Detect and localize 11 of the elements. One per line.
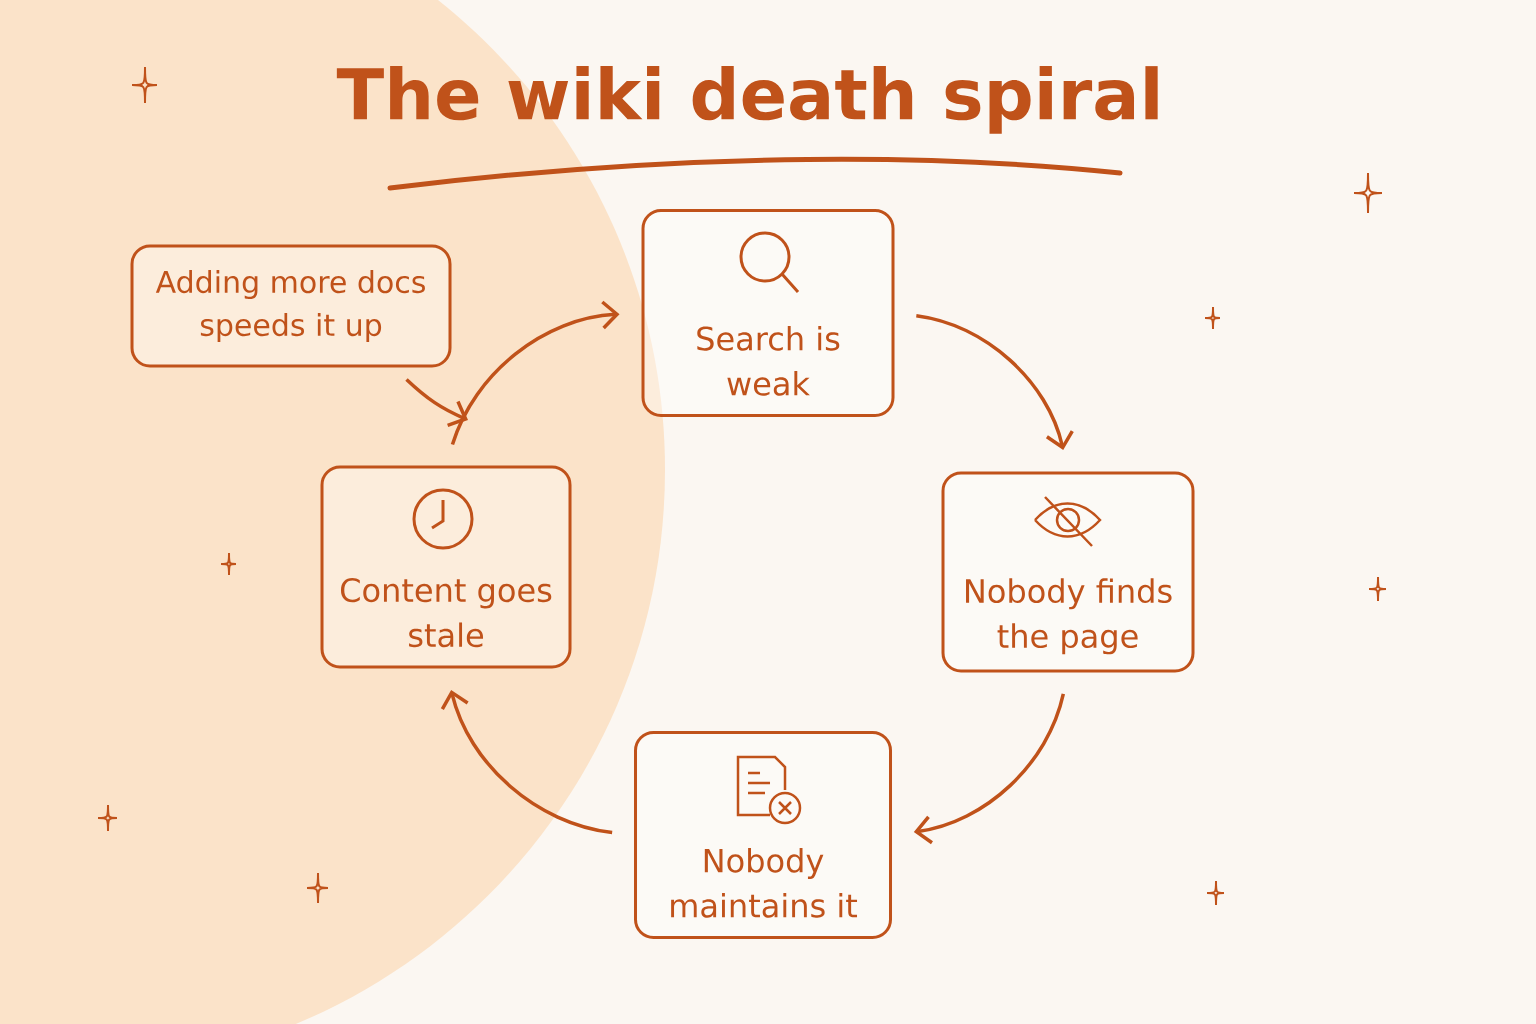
- process-box: Search is weak: [641, 209, 895, 417]
- arrow: [405, 378, 468, 427]
- arrow: [450, 300, 620, 446]
- callout-box: Adding more docs speeds it up: [130, 244, 452, 368]
- process-box: Nobody finds the page: [941, 471, 1195, 673]
- process-box: Content goes stale: [320, 465, 572, 669]
- title: The wiki death spiral: [336, 66, 1158, 134]
- arrow: [440, 689, 613, 835]
- process-box: Nobody maintains it: [634, 731, 892, 939]
- arrow: [916, 314, 1074, 451]
- arrow: [913, 693, 1065, 845]
